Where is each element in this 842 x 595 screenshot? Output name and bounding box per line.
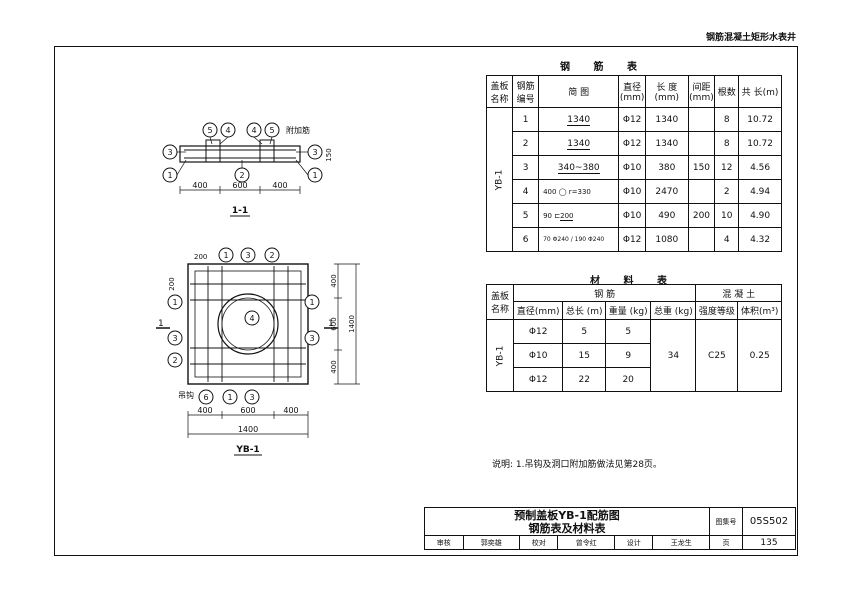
plan-dim-total: 1400 [238, 425, 258, 434]
section-circle: 1 [312, 171, 317, 180]
designer-name: 王龙生 [652, 535, 710, 550]
rebar-col-shape: 简 图 [538, 75, 620, 108]
rebar-col-spacing: 间距(mm) [687, 75, 716, 108]
section-circle: 1 [167, 171, 172, 180]
plan-dim-top-left: 200 [194, 253, 207, 261]
rebar-col-count: 根数 [714, 75, 740, 108]
attach-bar-label: 附加筋 [286, 125, 310, 135]
plan-dim-right-total: 1400 [348, 315, 356, 333]
section-circle: 4 [251, 126, 256, 135]
plan-dim-right: 400 [330, 360, 338, 373]
plan-dim-bottom: 600 [240, 406, 255, 415]
title-line-2: 钢筋表及材料表 [528, 521, 606, 535]
rebar-col-dia: 直径(mm) [618, 75, 646, 108]
material-table-title: 材 料 表 [590, 276, 677, 287]
section-dim: 400 [192, 181, 207, 190]
plan-circle: 1 [309, 298, 314, 307]
cut-mark-left: 1 [158, 319, 164, 329]
drawing-frame [54, 46, 798, 556]
plan-circle: 1 [227, 393, 232, 402]
rebar-table-title: 钢 筋 表 [560, 62, 647, 73]
plan-circle: 3 [245, 251, 250, 260]
plan-circle: 3 [249, 393, 254, 402]
plan-circle: 1 [223, 251, 228, 260]
rebar-slab-name: YB-1 [494, 169, 505, 190]
cut-mark-right: 1 [328, 319, 334, 329]
section-circle: 5 [269, 126, 274, 135]
plan-drawing: 1 3 2 1 3 2 1 3 6 1 3 4 吊钩 200 200 1 1 4… [156, 247, 360, 456]
section-circle: 3 [312, 148, 317, 157]
section-dim: 400 [272, 181, 287, 190]
section-title: 1-1 [232, 206, 248, 216]
plan-circle: 1 [172, 298, 177, 307]
section-circle: 3 [167, 148, 172, 157]
plan-circle: 2 [269, 251, 274, 260]
plan-dim-left: 200 [168, 277, 176, 290]
rebar-col-total: 共 长(m) [738, 75, 782, 108]
material-table: 盖板名称 钢 筋 混 凝 土 直径(mm) 总长 (m) 重量 (kg) 总重 … [486, 284, 782, 392]
section-dim: 600 [232, 181, 247, 190]
table-row: Φ10 15 9 [487, 343, 782, 368]
plan-dim-bottom: 400 [283, 406, 298, 415]
atlas-number: 05S502 [742, 507, 796, 536]
plan-dim-right: 400 [330, 274, 338, 287]
plan-dim-bottom: 400 [197, 406, 212, 415]
plan-title: YB-1 [235, 445, 259, 455]
plan-circle: 6 [203, 393, 208, 402]
section-dim-right: 150 [325, 148, 333, 161]
plan-dim-right: 600 [330, 317, 338, 330]
section-circle: 4 [225, 126, 230, 135]
rebar-col-no: 钢筋编号 [512, 75, 540, 108]
plan-circle: 2 [172, 356, 177, 365]
table-row: Φ12 22 20 [487, 367, 782, 392]
rebar-table: 盖板名称 钢筋编号 简 图 直径(mm) 长 度(mm) 间距(mm) 根数 共… [485, 75, 782, 252]
section-drawing: 5 4 4 5 3 3 1 2 1 附加筋 150 400 600 400 1-… [162, 122, 333, 217]
plan-center-circle: 4 [249, 314, 254, 323]
note-text: 说明: 1.吊钩及洞口附加筋做法见第28页。 [492, 460, 662, 470]
plan-circle: 3 [309, 334, 314, 343]
plan-circle: 3 [172, 334, 177, 343]
reviewer-name: 郭奕雄 [462, 535, 520, 550]
rebar-col-name: 盖板名称 [485, 75, 514, 108]
rebar-col-len: 长 度(mm) [644, 75, 689, 108]
table-row: YB-1 Φ12 5 5 34 C25 0.25 [486, 319, 782, 392]
section-circle: 5 [207, 126, 212, 135]
checker-name: 曾令红 [557, 535, 615, 550]
sheet-title: 钢筋混凝土矩形水表井 [705, 33, 796, 43]
section-circle: 2 [239, 171, 244, 180]
page-number: 135 [742, 535, 796, 550]
hook-label: 吊钩 [178, 390, 194, 400]
title-line-1: 预制盖板YB-1配筋图 [514, 508, 620, 522]
title-block: 预制盖板YB-1配筋图 钢筋表及材料表 图集号 05S502 审核 郭奕雄 校对… [424, 507, 796, 550]
